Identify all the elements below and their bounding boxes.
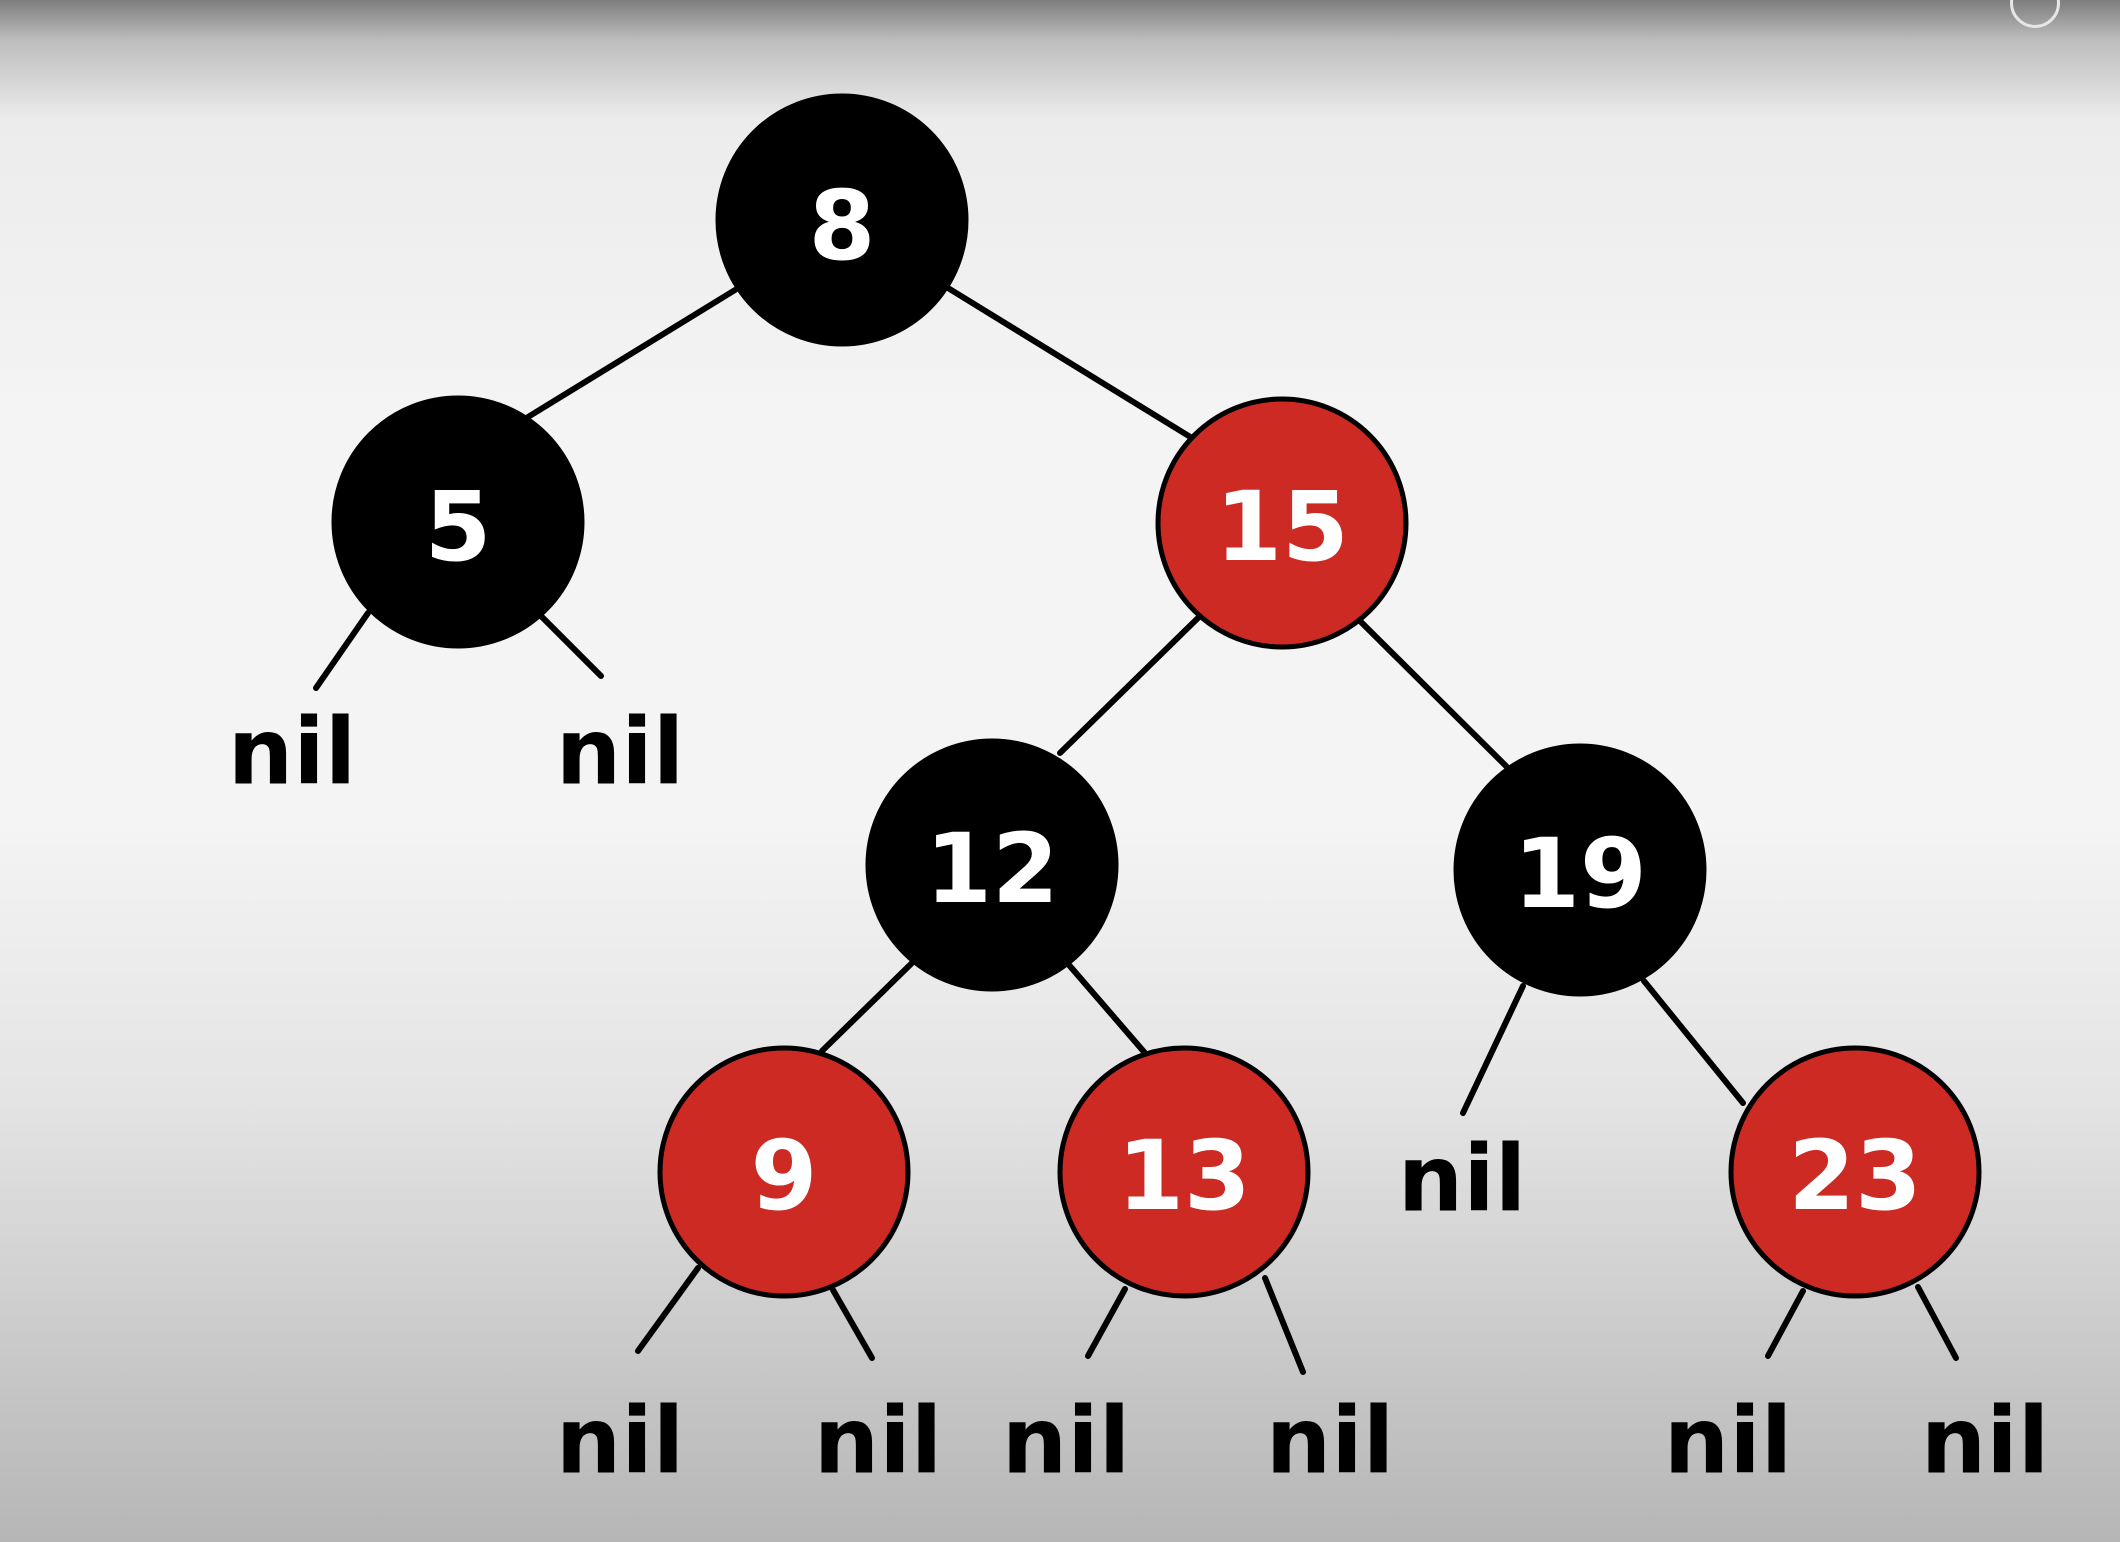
tree-node-15: 15 [1155,396,1409,650]
edge-8-5 [525,287,738,420]
node-circle [331,395,585,649]
nil-leaf-5-left: nil [228,699,357,806]
edge-5-nil-right [539,614,604,679]
node-circle [1728,1045,1982,1299]
edge-23-nil-left [1765,1288,1806,1359]
node-circle [657,1045,911,1299]
node-circle [1453,743,1707,997]
node-label: 9 [751,1120,818,1232]
tree-edges [313,285,1959,1375]
tree-nodes: 8 5 15 12 19 9 13 23 [331,93,1982,1299]
nil-leaf-5-right: nil [556,699,685,806]
node-label: 15 [1215,471,1349,583]
nil-leaf-19-left: nil [1398,1126,1527,1233]
node-circle [715,93,969,347]
edge-13-nil-right [1262,1275,1306,1375]
edge-19-nil-left [1460,983,1526,1116]
nil-leaf-9-left: nil [556,1388,685,1495]
tree-node-23: 23 [1728,1045,1982,1299]
node-label: 13 [1117,1120,1251,1232]
node-label: 23 [1788,1120,1922,1232]
nil-leaves: nil nil nil nil nil nil nil nil nil [228,699,2050,1495]
edge-9-nil-right [830,1287,875,1361]
edge-13-nil-left [1085,1286,1128,1359]
nil-leaf-13-right: nil [1266,1388,1395,1495]
node-label: 5 [425,471,492,583]
edge-15-19 [1357,618,1511,771]
nil-leaf-23-right: nil [1921,1388,2050,1495]
edge-23-nil-right [1915,1284,1959,1361]
tree-node-12: 12 [865,738,1119,992]
edge-12-9 [819,960,915,1054]
edge-12-13 [1066,962,1148,1056]
nil-leaf-13-left: nil [1002,1388,1131,1495]
tree-node-8: 8 [715,93,969,347]
edge-8-15 [945,285,1195,441]
node-label: 8 [809,170,876,282]
nil-leaf-23-left: nil [1664,1388,1793,1495]
edge-5-nil-left [313,610,371,691]
node-circle [865,738,1119,992]
tree-node-13: 13 [1057,1045,1311,1299]
edge-15-12 [1057,614,1202,756]
node-circle [1155,396,1409,650]
tree-node-5: 5 [331,395,585,649]
edge-19-23 [1641,978,1746,1106]
node-label: 19 [1513,818,1647,930]
edge-9-nil-left [635,1265,701,1354]
node-label: 12 [925,813,1059,925]
node-circle [1057,1045,1311,1299]
tree-node-9: 9 [657,1045,911,1299]
tree-node-19: 19 [1453,743,1707,997]
nil-leaf-9-right: nil [814,1388,943,1495]
